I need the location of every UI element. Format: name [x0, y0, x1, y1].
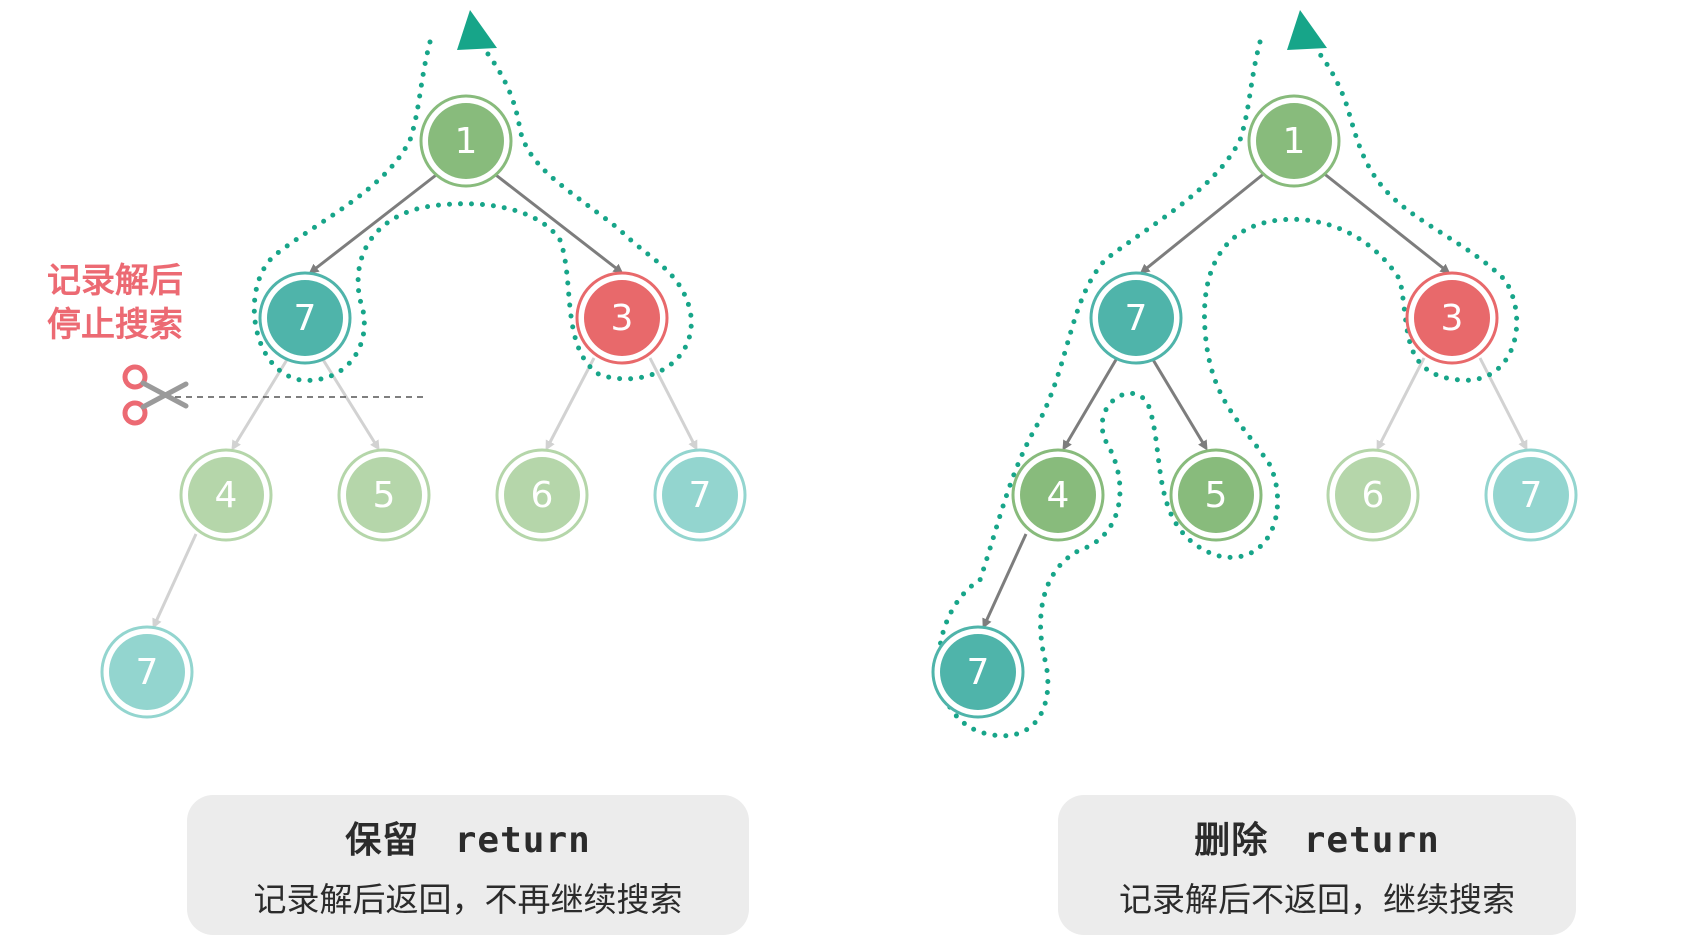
left-return-arrowhead	[457, 10, 497, 50]
node-value: 7	[136, 652, 159, 693]
tree-node: 7	[1484, 448, 1578, 542]
left-traversal-path	[251, 39, 694, 383]
tree-node: 1	[419, 94, 513, 188]
tree-node: 7	[100, 625, 194, 719]
right-nodes: 1 7 3 4 5	[931, 94, 1578, 719]
tree-node: 7	[931, 625, 1025, 719]
tree-node: 3	[575, 271, 669, 365]
scissors-icon	[122, 364, 189, 426]
right-caption-title: 删除 return	[1058, 811, 1576, 863]
node-value: 3	[611, 298, 634, 339]
node-value: 7	[1125, 298, 1148, 339]
tree-node: 7	[653, 448, 747, 542]
right-caption-title-code: return	[1303, 820, 1440, 861]
edge-4-7	[152, 533, 198, 629]
edge-7-4	[1062, 357, 1119, 451]
tree-node: 5	[1169, 448, 1263, 542]
edge-1-3	[491, 170, 624, 274]
tree-node: 4	[1011, 448, 1105, 542]
node-value: 6	[1362, 475, 1385, 516]
edge-3-6	[1376, 357, 1426, 451]
left-nodes: 1 7 3 4 5	[100, 94, 747, 719]
node-value: 6	[531, 475, 554, 516]
tree-node: 4	[179, 448, 273, 542]
node-value: 5	[373, 475, 396, 516]
edge-1-3	[1321, 170, 1451, 274]
node-value: 3	[1441, 298, 1464, 339]
right-caption-subtitle: 记录解后不返回，继续搜索	[1119, 880, 1515, 919]
edge-7-5	[320, 357, 380, 451]
node-value: 4	[1047, 475, 1070, 516]
edge-3-7	[1478, 357, 1528, 451]
cut-note-line2: 停止搜索	[47, 305, 183, 345]
tree-node: 6	[495, 448, 589, 542]
edge-3-6	[545, 357, 596, 451]
node-value: 5	[1205, 475, 1228, 516]
right-caption-title-cn: 删除	[1194, 820, 1269, 861]
right-return-arrowhead	[1287, 10, 1327, 50]
right-caption: 删除 return 记录解后不返回，继续搜索	[1058, 795, 1576, 935]
right-edges	[982, 170, 1528, 629]
left-caption-subtitle: 记录解后返回，不再继续搜索	[253, 880, 683, 919]
node-value: 4	[215, 475, 238, 516]
tree-node: 6	[1326, 448, 1420, 542]
left-caption-title-cn: 保留	[345, 820, 420, 861]
cut-note-line1: 记录解后	[47, 261, 183, 301]
tree-node: 7	[1089, 271, 1183, 365]
edge-1-7	[308, 170, 441, 274]
right-traversal-path	[936, 39, 1520, 739]
edge-7-4	[231, 357, 290, 451]
left-caption-title: 保留 return	[187, 811, 749, 863]
node-value: 7	[967, 652, 990, 693]
edge-3-7	[648, 357, 698, 451]
left-caption-title-code: return	[454, 820, 591, 861]
edge-4-7	[982, 533, 1028, 629]
right-tree: 1 7 3 4 5	[931, 10, 1578, 739]
edge-1-7	[1139, 170, 1267, 274]
node-value: 7	[1520, 475, 1543, 516]
node-value: 7	[294, 298, 317, 339]
left-tree: 记录解后 停止搜索 1 7 3 4	[47, 10, 747, 719]
node-value: 1	[455, 121, 478, 162]
tree-node: 5	[337, 448, 431, 542]
left-caption: 保留 return 记录解后返回，不再继续搜索	[187, 795, 749, 935]
tree-node: 1	[1247, 94, 1341, 188]
tree-node: 3	[1405, 271, 1499, 365]
node-value: 7	[689, 475, 712, 516]
tree-node: 7	[258, 271, 352, 365]
node-value: 1	[1283, 121, 1306, 162]
edge-7-5	[1150, 357, 1208, 451]
left-edges	[152, 170, 698, 629]
